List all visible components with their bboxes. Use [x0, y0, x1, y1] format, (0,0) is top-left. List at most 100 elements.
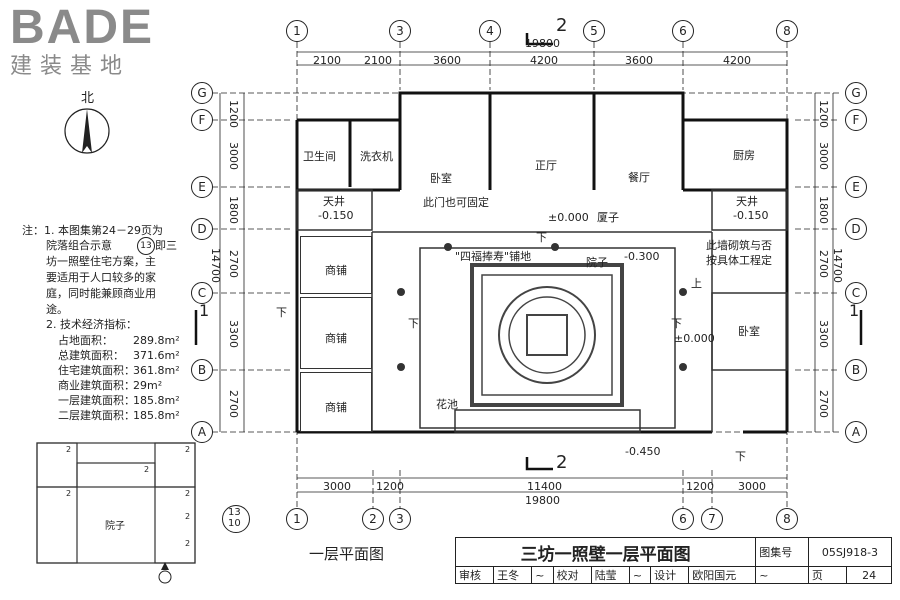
atlas-number: 05SJ918-3: [807, 537, 893, 567]
keyplan-room-label: 2: [144, 465, 150, 474]
indicator-value: 371.6m²: [133, 349, 180, 362]
stair-up-label: 上: [691, 277, 702, 290]
design-label: 设计: [650, 566, 690, 584]
indicator-label: 住宅建筑面积：: [58, 364, 135, 377]
section-mark-left: 1: [199, 301, 210, 320]
dim-top: 2100: [313, 54, 341, 67]
ground-level: -0.450: [625, 445, 661, 458]
shop-1: 商铺: [300, 236, 372, 294]
dim-top: 2100: [364, 54, 392, 67]
room-bedroom-2: 卧室: [738, 325, 760, 338]
keyplan-courtyard: 院子: [105, 521, 125, 532]
title-block-title: 三坊一照壁一层平面图: [454, 537, 757, 567]
axis-right-E: E: [845, 176, 867, 198]
keyplan-room-label: 2: [185, 512, 191, 521]
note-1-line-1: 注：1. 本图集第24－29页为: [22, 224, 163, 237]
note-1-line-2: 院落组合示意: [46, 239, 112, 252]
room-bathroom: 卫生间: [303, 150, 336, 163]
axis-top-8: 8: [776, 20, 798, 42]
axis-bottom-2: 2: [362, 508, 384, 530]
design-signature: ~: [755, 566, 809, 584]
section-mark-right: 1: [849, 301, 860, 320]
room-corridor: 厦子: [597, 211, 619, 224]
door-note: 此门也可固定: [423, 196, 489, 209]
axis-left-F: F: [191, 109, 213, 131]
indicator-label: 一层建筑面积：: [58, 394, 135, 407]
dim-bottom: 1200: [686, 480, 714, 493]
axis-left-G: G: [191, 82, 213, 104]
dim-left: 1200: [227, 100, 240, 128]
keyplan-entry-marker-icon: [158, 562, 172, 584]
dim-left: 2700: [227, 250, 240, 278]
axis-right-B: B: [845, 359, 867, 381]
north-label: 北: [81, 91, 95, 106]
axis-top-1: 1: [286, 20, 308, 42]
axis-left-D: D: [191, 218, 213, 240]
dim-bottom: 11400: [527, 480, 562, 493]
room-courtyard: 院子: [586, 256, 608, 269]
dim-left: 1800: [227, 196, 240, 224]
note-1-line-3: 坊一照壁住宅方案，主: [46, 255, 156, 268]
atlas-label: 图集号: [755, 537, 809, 567]
dim-top: 4200: [723, 54, 751, 67]
review-signature: ~: [531, 566, 554, 584]
room-patio-right-level: -0.150: [733, 209, 769, 222]
note-ref-circle: 13: [137, 237, 155, 255]
axis-top-4: 4: [479, 20, 501, 42]
axis-top-3: 3: [389, 20, 411, 42]
axis-right-D: D: [845, 218, 867, 240]
north-arrow-icon: [64, 108, 110, 154]
room-laundry: 洗衣机: [360, 150, 393, 163]
note-1-line-2b: 即三: [155, 239, 177, 252]
stair-down-label-2: 下: [408, 317, 419, 330]
axis-right-F: F: [845, 109, 867, 131]
indicator-label: 总建筑面积：: [58, 349, 124, 362]
dim-bottom: 3000: [738, 480, 766, 493]
note-1-line-5: 庭，同时能兼顾商业用: [46, 287, 156, 300]
axis-left-B: B: [191, 359, 213, 381]
dim-top: 3600: [625, 54, 653, 67]
shop-label: 商铺: [325, 331, 347, 345]
stair-down-label-3: 下: [671, 317, 682, 330]
detail-ref-bottom: 10: [228, 518, 241, 529]
room-dining: 餐厅: [628, 171, 650, 184]
indicator-value: 361.8m²: [133, 364, 180, 377]
design-name: 欧阳国元: [688, 566, 757, 584]
dim-right: 1800: [817, 196, 830, 224]
note-1-line-6: 途。: [46, 303, 68, 316]
dim-bottom: 3000: [323, 480, 351, 493]
dim-right: 3300: [817, 320, 830, 348]
axis-top-6: 6: [672, 20, 694, 42]
dim-right-total: 14700: [831, 248, 844, 283]
note-1-line-4: 要适用于人口较多的家: [46, 271, 156, 284]
stair-down-label-5: 下: [735, 450, 746, 463]
review-name: 王冬: [493, 566, 533, 584]
dim-right: 2700: [817, 250, 830, 278]
keyplan-room-label: 2: [185, 445, 191, 454]
dim-left: 3000: [227, 142, 240, 170]
dim-left: 2700: [227, 390, 240, 418]
review-label: 审核: [454, 566, 495, 584]
dim-bottom-total: 19800: [525, 494, 560, 507]
keyplan-room-label: 2: [185, 489, 191, 498]
dim-top: 4200: [530, 54, 558, 67]
plan-title: 一层平面图: [309, 545, 385, 563]
indicator-label: 二层建筑面积：: [58, 409, 135, 422]
detail-ref-bubble: [222, 505, 250, 533]
axis-top-5: 5: [583, 20, 605, 42]
room-patio-left: 天井: [323, 195, 345, 208]
axis-left-A: A: [191, 421, 213, 443]
shop-label: 商铺: [325, 401, 347, 415]
pavement-label: "四福捧寿"铺地: [455, 250, 532, 263]
dim-top: 3600: [433, 54, 461, 67]
detail-ref-top: 13: [228, 507, 241, 518]
dim-left: 3300: [227, 320, 240, 348]
keyplan-room-label: 2: [185, 539, 191, 548]
stair-down-label: 下: [536, 231, 547, 244]
courtyard-level: -0.300: [624, 250, 660, 263]
note-2-title: 2. 技术经济指标：: [46, 318, 137, 331]
axis-bottom-8: 8: [776, 508, 798, 530]
brand-subtitle: 建装基地: [10, 54, 131, 79]
axis-bottom-7: 7: [701, 508, 723, 530]
